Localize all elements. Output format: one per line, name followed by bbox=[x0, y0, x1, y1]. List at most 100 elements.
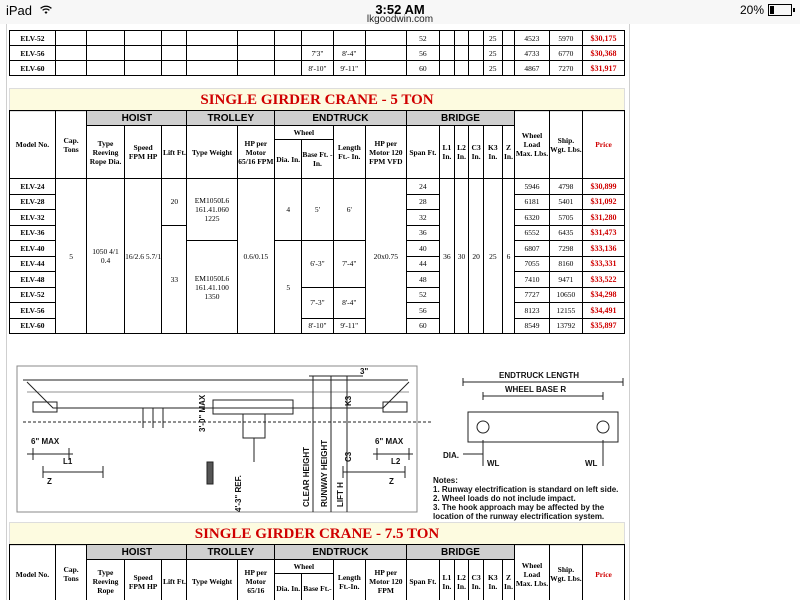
z-cell: 6 bbox=[501, 178, 516, 334]
note-1: 1. Runway electrification is standard on… bbox=[433, 485, 619, 494]
span-cell: 56 bbox=[405, 302, 441, 319]
empty-cell bbox=[439, 60, 455, 76]
ship-weight-cell: 10650 bbox=[548, 286, 584, 303]
group-wheel: Wheel bbox=[274, 125, 334, 140]
empty-cell bbox=[468, 60, 484, 76]
empty-cell bbox=[439, 45, 455, 61]
group-hoist: HOIST bbox=[86, 110, 188, 126]
price-cell: $31,280 bbox=[582, 209, 625, 226]
l2-cell: 30 bbox=[453, 178, 470, 334]
dim-label-dia: DIA. bbox=[443, 451, 459, 460]
base-cell: 8'-10" bbox=[301, 317, 334, 334]
lift-cell: 20 bbox=[161, 178, 188, 226]
base-cell: 8'-10" bbox=[301, 60, 334, 76]
price-cell: $34,491 bbox=[582, 302, 625, 319]
span-cell: 52 bbox=[405, 286, 441, 303]
empty-cell bbox=[186, 30, 238, 46]
ship-weight-cell: 12155 bbox=[548, 302, 584, 319]
col-wheel-load: Wheel Load Max. Lbs. bbox=[514, 110, 550, 179]
base-cell: 7'3" bbox=[301, 45, 334, 61]
col-l1: L1 In. bbox=[439, 559, 455, 600]
col-span: Span Ft. bbox=[405, 125, 441, 179]
length-cell: 6' bbox=[332, 178, 366, 241]
dia-cell: 5 bbox=[274, 240, 303, 334]
col-cap: Cap. Tons bbox=[54, 544, 88, 600]
empty-cell bbox=[364, 30, 407, 46]
col-rope: Type Reeving Rope bbox=[86, 559, 125, 600]
col-k3: K3 In. bbox=[482, 125, 503, 179]
col-trolley-type: Type Weight bbox=[186, 559, 238, 600]
dim-label-3in: 3" bbox=[360, 367, 368, 376]
model-cell: ELV-56 bbox=[9, 302, 56, 319]
model-cell: ELV-52 bbox=[9, 30, 56, 46]
empty-cell bbox=[123, 60, 163, 76]
price-cell: $31,092 bbox=[582, 193, 625, 210]
l1-cell: 36 bbox=[439, 178, 455, 334]
col-length: Length Ft.-In. bbox=[332, 559, 366, 600]
empty-cell bbox=[236, 45, 276, 61]
wheel-load-cell: 7410 bbox=[514, 271, 550, 288]
col-cap: Cap. Tons bbox=[54, 110, 88, 179]
empty-cell bbox=[453, 45, 470, 61]
col-dia: Dia. In. bbox=[274, 573, 303, 600]
price-cell: $30,368 bbox=[582, 45, 625, 61]
empty-cell bbox=[54, 45, 88, 61]
ship-weight-cell: 9471 bbox=[548, 271, 584, 288]
wheel-load-cell: 7055 bbox=[514, 255, 550, 272]
span-cell: 44 bbox=[405, 255, 441, 272]
wheel-load-cell: 6181 bbox=[514, 193, 550, 210]
dim-label-clear-height: CLEAR HEIGHT bbox=[302, 447, 311, 507]
notes-block: Notes: 1. Runway electrification is stan… bbox=[433, 476, 629, 521]
col-wheel-load: Wheel Load Max. Lbs. bbox=[514, 544, 550, 600]
price-cell: $31,917 bbox=[582, 60, 625, 76]
empty-cell bbox=[123, 45, 163, 61]
empty-cell bbox=[332, 30, 366, 46]
crane-7-5-ton-table: Model No. Cap. Tons HOIST TROLLEY ENDTRU… bbox=[9, 544, 625, 600]
trolley-cell: EM1050L6 161.41.060 1225 bbox=[186, 178, 238, 241]
empty-cell bbox=[161, 60, 188, 76]
col-lift: Lift Ft. bbox=[161, 559, 188, 600]
col-l2: L2 In. bbox=[453, 559, 470, 600]
dim-label-6in-max-left: 6" MAX bbox=[31, 437, 60, 446]
group-bridge: BRIDGE bbox=[405, 110, 516, 126]
group-wheel: Wheel bbox=[274, 559, 334, 574]
length-cell: 7'-4" bbox=[332, 240, 366, 288]
group-endtruck: ENDTRUCK bbox=[274, 110, 407, 126]
lift-cell: 33 bbox=[161, 224, 188, 334]
dim-label-l1: L1 bbox=[63, 457, 73, 466]
wheel-load-cell: 4523 bbox=[514, 30, 550, 46]
dim-label-runway-height: RUNWAY HEIGHT bbox=[320, 440, 329, 507]
crane-elevation-drawing bbox=[16, 365, 433, 513]
empty-cell bbox=[186, 60, 238, 76]
empty-cell bbox=[274, 45, 303, 61]
address-url[interactable]: lkgoodwin.com bbox=[366, 14, 434, 25]
empty-cell bbox=[54, 60, 88, 76]
battery-percent: 20% bbox=[739, 3, 764, 17]
model-cell: ELV-44 bbox=[9, 255, 56, 272]
empty-cell bbox=[468, 45, 484, 61]
endtruck-plan-drawing bbox=[462, 378, 624, 466]
group-trolley: TROLLEY bbox=[186, 544, 276, 560]
model-cell: ELV-36 bbox=[9, 224, 56, 241]
empty-cell bbox=[274, 30, 303, 46]
page-margin bbox=[629, 24, 800, 600]
cap-cell: 5 bbox=[54, 178, 88, 334]
battery-icon bbox=[768, 4, 795, 16]
length-cell: 8'-4" bbox=[332, 286, 366, 319]
span-cell: 28 bbox=[405, 193, 441, 210]
col-price: Price bbox=[582, 544, 625, 600]
span-cell: 60 bbox=[405, 60, 441, 76]
empty-cell bbox=[54, 30, 88, 46]
wheel-load-cell: 5946 bbox=[514, 178, 550, 195]
hp120-cell: 20x0.75 bbox=[364, 178, 407, 334]
wifi-icon bbox=[39, 5, 52, 14]
ship-weight-cell: 5705 bbox=[548, 209, 584, 226]
base-cell: 6'-3" bbox=[301, 240, 334, 288]
dim-label-wheel-base: WHEEL BASE R bbox=[505, 385, 566, 394]
model-cell: ELV-60 bbox=[9, 60, 56, 76]
